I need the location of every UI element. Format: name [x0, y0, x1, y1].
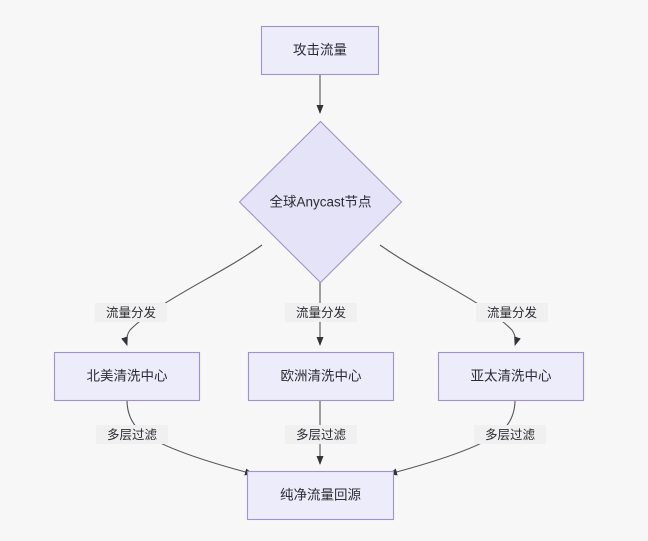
- edge-label-bg-4: [96, 425, 168, 444]
- edge-anycast-to-apac: [379, 244, 521, 346]
- edge-label-apac-clean: 多层过滤: [485, 428, 536, 442]
- node-europe-scrubbing-label: 欧洲清洗中心: [281, 369, 362, 384]
- edge-label-na-clean: 多层过滤: [107, 428, 158, 442]
- edge-label-anycast-na: 流量分发: [106, 305, 157, 320]
- edge-label-bg-3: [476, 303, 548, 322]
- node-asia-pacific-scrubbing-label: 亚太清洗中心: [471, 369, 552, 384]
- node-global-anycast-shape[interactable]: [238, 120, 403, 284]
- edge-label-group: 流量分发 流量分发 流量分发 多层过滤 多层过滤 多层过滤: [95, 303, 548, 444]
- edge-label-bg-5: [285, 425, 357, 444]
- node-clean-traffic-origin-label: 纯净流量回源: [280, 488, 361, 503]
- node-global-anycast-label: 全球Anycast节点: [269, 194, 371, 210]
- edge-label-bg-2: [285, 303, 357, 322]
- edge-label-eu-clean: 多层过滤: [296, 428, 347, 442]
- node-asia-pacific-scrubbing-shape[interactable]: [437, 351, 585, 402]
- node-attack-traffic[interactable]: 攻击流量: [260, 25, 380, 76]
- edge-label-anycast-apac: 流量分发: [487, 305, 538, 320]
- node-asia-pacific-scrubbing[interactable]: 亚太清洗中心: [437, 351, 585, 402]
- edge-label-anycast-eu: 流量分发: [296, 305, 347, 320]
- node-north-america-scrubbing[interactable]: 北美清洗中心: [53, 351, 201, 402]
- node-europe-scrubbing[interactable]: 欧洲清洗中心: [247, 351, 395, 402]
- node-attack-traffic-shape[interactable]: [260, 25, 380, 76]
- node-global-anycast[interactable]: 全球Anycast节点: [238, 120, 403, 284]
- edge-label-bg-6: [474, 425, 546, 444]
- edge-label-bg-1: [95, 303, 167, 322]
- node-clean-traffic-origin-shape[interactable]: [246, 470, 395, 521]
- node-north-america-scrubbing-shape[interactable]: [53, 351, 201, 402]
- node-attack-traffic-label: 攻击流量: [293, 43, 347, 58]
- node-north-america-scrubbing-label: 北美清洗中心: [87, 369, 168, 384]
- node-europe-scrubbing-shape[interactable]: [247, 351, 395, 402]
- edge-anycast-to-na: [121, 244, 263, 346]
- node-clean-traffic-origin[interactable]: 纯净流量回源: [246, 470, 395, 521]
